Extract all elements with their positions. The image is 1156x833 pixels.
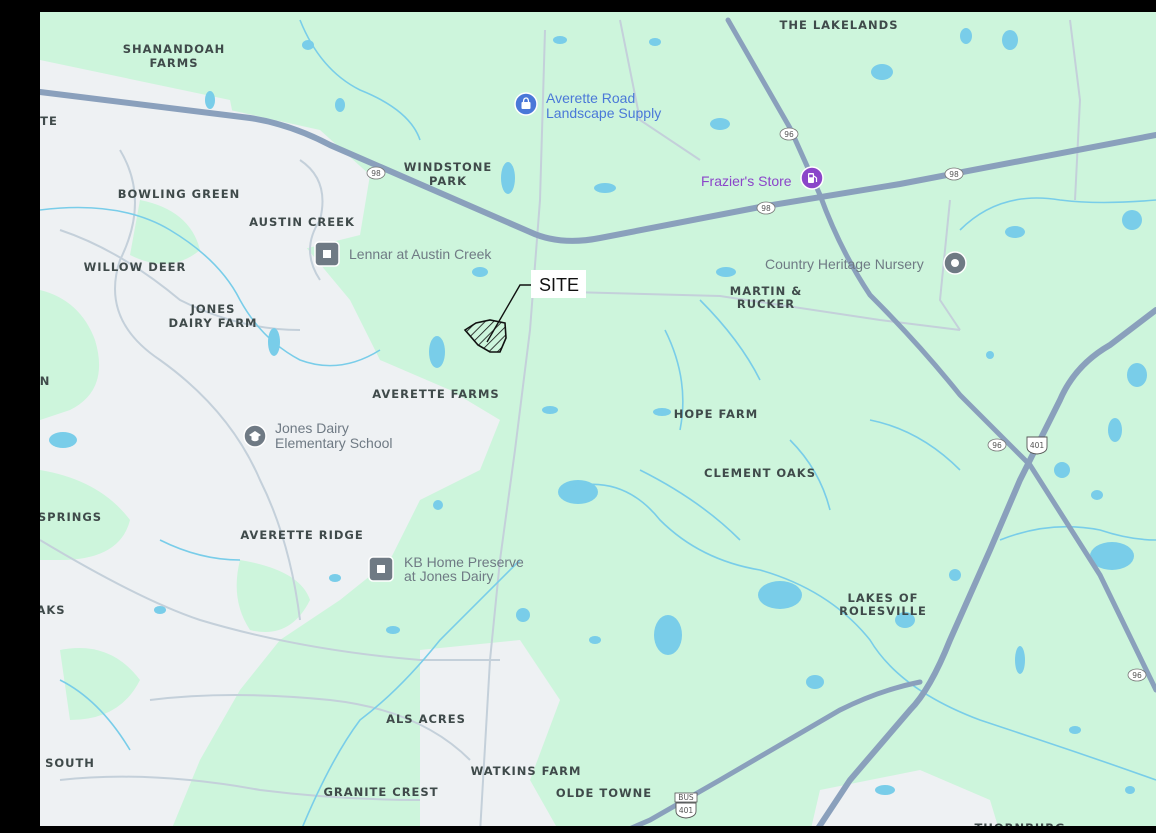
label-willow-deer: WILLOW DEER [84,260,187,274]
label-line: PARK [429,174,467,188]
shield-number: 98 [371,169,381,178]
poi-label-jones-dairy-elementary-school[interactable]: Jones Dairy Elementary School [275,420,393,451]
label-line: WILLOW DEER [84,260,187,274]
label-line: AVERETTE RIDGE [240,528,363,542]
us-401-shield: 401 [1026,436,1048,455]
streams [39,19,1156,833]
label-clement-oaks: CLEMENT OAKS [704,466,816,480]
label-hope-farm: HOPE FARM [674,407,758,421]
site-marker[interactable]: SITE [463,270,586,353]
label-olde-towne: OLDE TOWNE [556,786,652,800]
label-line: GRANITE CREST [323,785,438,799]
shopping-bag-icon[interactable] [514,92,538,116]
poi-label-line: Averette Road [546,90,635,106]
label-line: CLEMENT OAKS [704,466,816,480]
poi-label-line: Landscape Supply [546,105,661,121]
poi-label-country-heritage-nursery[interactable]: Country Heritage Nursery [765,256,924,272]
label-averette-ridge: AVERETTE RIDGE [240,528,363,542]
label-line: SPRINGS [38,510,102,524]
us-401-business-shield: BUS 401 [674,792,698,819]
label-line: OLDE TOWNE [556,786,652,800]
school-icon[interactable] [243,424,267,448]
label-line: AUSTIN CREEK [249,215,355,229]
shield-number: 98 [761,204,771,213]
poi-label-line: Elementary School [275,435,393,451]
label-granite-crest: GRANITE CREST [323,785,438,799]
shield-number: 401 [679,806,694,815]
building-icon[interactable] [314,241,340,267]
label-martin-rucker: MARTIN &RUCKER [730,284,802,311]
label-south: SOUTH [45,756,95,770]
poi-label-kb-home-preserve[interactable]: KB Home Preserve at Jones Dairy [404,554,528,584]
label-als-acres: ALS ACRES [386,712,466,726]
label-line: ALS ACRES [386,712,466,726]
label-line: ROLESVILLE [839,604,927,618]
poi-label-lennar-at-austin-creek[interactable]: Lennar at Austin Creek [349,246,492,262]
highways [37,17,1156,833]
route-98-shield: 98 [756,201,776,215]
site-label: SITE [539,275,579,295]
route-96-shield: 96 [1127,668,1147,682]
label-austin-creek: AUSTIN CREEK [249,215,355,229]
shield-number: 96 [992,441,1002,450]
label-line: SOUTH [45,756,95,770]
shield-number: 96 [1132,671,1142,680]
label-watkins-farm: WATKINS FARM [471,764,582,778]
label-bowling-green: BOWLING GREEN [118,187,241,201]
lakes-ponds [49,28,1147,795]
shield-number: 98 [949,170,959,179]
label-line: AKS [36,603,65,617]
label-line: WATKINS FARM [471,764,582,778]
route-98-shield: 98 [944,167,964,181]
label-te: TE [40,114,58,128]
poi-label-line: Jones Dairy [275,420,349,436]
building-icon[interactable] [368,556,394,582]
label-line: HOPE FARM [674,407,758,421]
label-line: WINDSTONE [404,160,493,174]
label-n: N [40,374,51,388]
label-line: N [40,374,51,388]
label-line: AVERETTE FARMS [372,387,499,401]
route-96-shield: 96 [779,127,799,141]
poi-label-averette-road-landscape-supply[interactable]: Averette Road Landscape Supply [546,90,661,121]
label-line: DAIRY FARM [168,316,257,330]
label-line: MARTIN & [730,284,802,298]
label-line: RUCKER [737,297,795,311]
label-line: TE [40,114,58,128]
shield-number: 96 [784,130,794,139]
label-line: JONES [190,302,236,316]
route-98-shield: 98 [366,166,386,180]
pin-icon[interactable] [943,251,967,275]
label-springs: SPRINGS [38,510,102,524]
poi-label-line: KB Home Preserve [404,554,524,570]
label-the-lakelands: THE LAKELANDS [779,18,898,32]
label-line: BOWLING GREEN [118,187,241,201]
poi-label-fraziers-store[interactable]: Frazier's Store [701,173,792,189]
label-aks: AKS [36,603,65,617]
label-line: FARMS [149,56,198,70]
poi-label-line: at Jones Dairy [404,568,493,584]
local-roads [39,19,1082,833]
label-averette-farms: AVERETTE FARMS [372,387,499,401]
label-line: LAKES OF [848,591,919,605]
shield-number: 401 [1030,441,1045,450]
shield-business-tag: BUS [678,793,694,802]
label-line: THE LAKELANDS [779,18,898,32]
route-96-shield: 96 [987,438,1007,452]
gas-station-icon[interactable] [800,166,824,190]
label-line: SHANANDOAH [123,42,226,56]
